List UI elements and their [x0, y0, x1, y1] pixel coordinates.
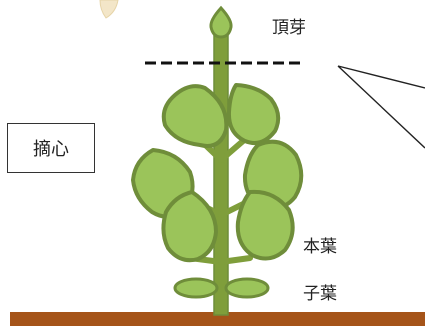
- apical-bud-label: 頂芽: [272, 18, 306, 38]
- main-stem: [213, 29, 229, 316]
- cotyledons: [173, 277, 270, 299]
- pinching-label-box: 摘心: [7, 123, 95, 173]
- true-leaf-label: 本葉: [303, 237, 337, 257]
- background-fragment: [99, 0, 119, 19]
- cotyledon-label: 子葉: [303, 284, 337, 304]
- soil-strip: [10, 312, 425, 326]
- pinching-label: 摘心: [33, 139, 69, 160]
- apical-bud: [209, 5, 233, 39]
- callout-pointer: [337, 65, 425, 149]
- true-leaves: [131, 83, 304, 263]
